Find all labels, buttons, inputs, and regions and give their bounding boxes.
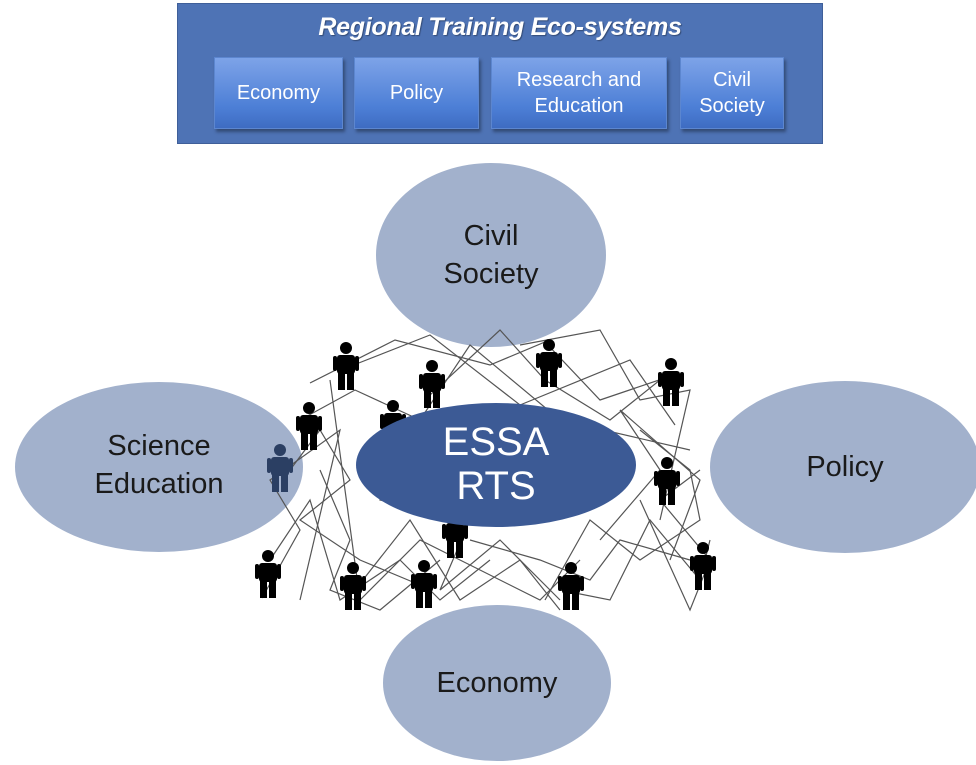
person-icon: [419, 360, 445, 408]
person-icon: [536, 339, 562, 387]
person-icon: [654, 457, 680, 505]
ellipse-science-education: [15, 382, 303, 552]
banner-box-research-education: Research and Education: [491, 57, 667, 129]
label-economy: Economy: [436, 667, 558, 699]
label-essa-rts: ESSA RTS: [442, 420, 550, 508]
banner-title: Regional Training Eco-systems: [318, 13, 682, 41]
ellipse-policy: [710, 381, 976, 553]
banner-box-policy: Policy: [354, 57, 479, 129]
label-civil-society: Civil Society: [443, 220, 539, 290]
ellipse-essa-rts: [356, 403, 636, 527]
person-icon: [658, 358, 684, 406]
person-icon: [333, 342, 359, 390]
person-icon: [690, 542, 716, 590]
banner-box-economy: Economy: [214, 57, 343, 129]
banner-box-civil-society: Civil Society: [680, 57, 784, 129]
label-policy: Policy: [806, 451, 884, 483]
person-icon: [255, 550, 281, 598]
regional-training-ecosystems-banner: Regional Training Eco-systems Economy Po…: [177, 3, 823, 144]
person-icon: [296, 402, 322, 450]
ellipse-civil-society: [376, 163, 606, 347]
ellipse-economy: [383, 605, 611, 761]
person-icon: [411, 560, 437, 608]
label-science-education: Science Education: [94, 430, 224, 500]
